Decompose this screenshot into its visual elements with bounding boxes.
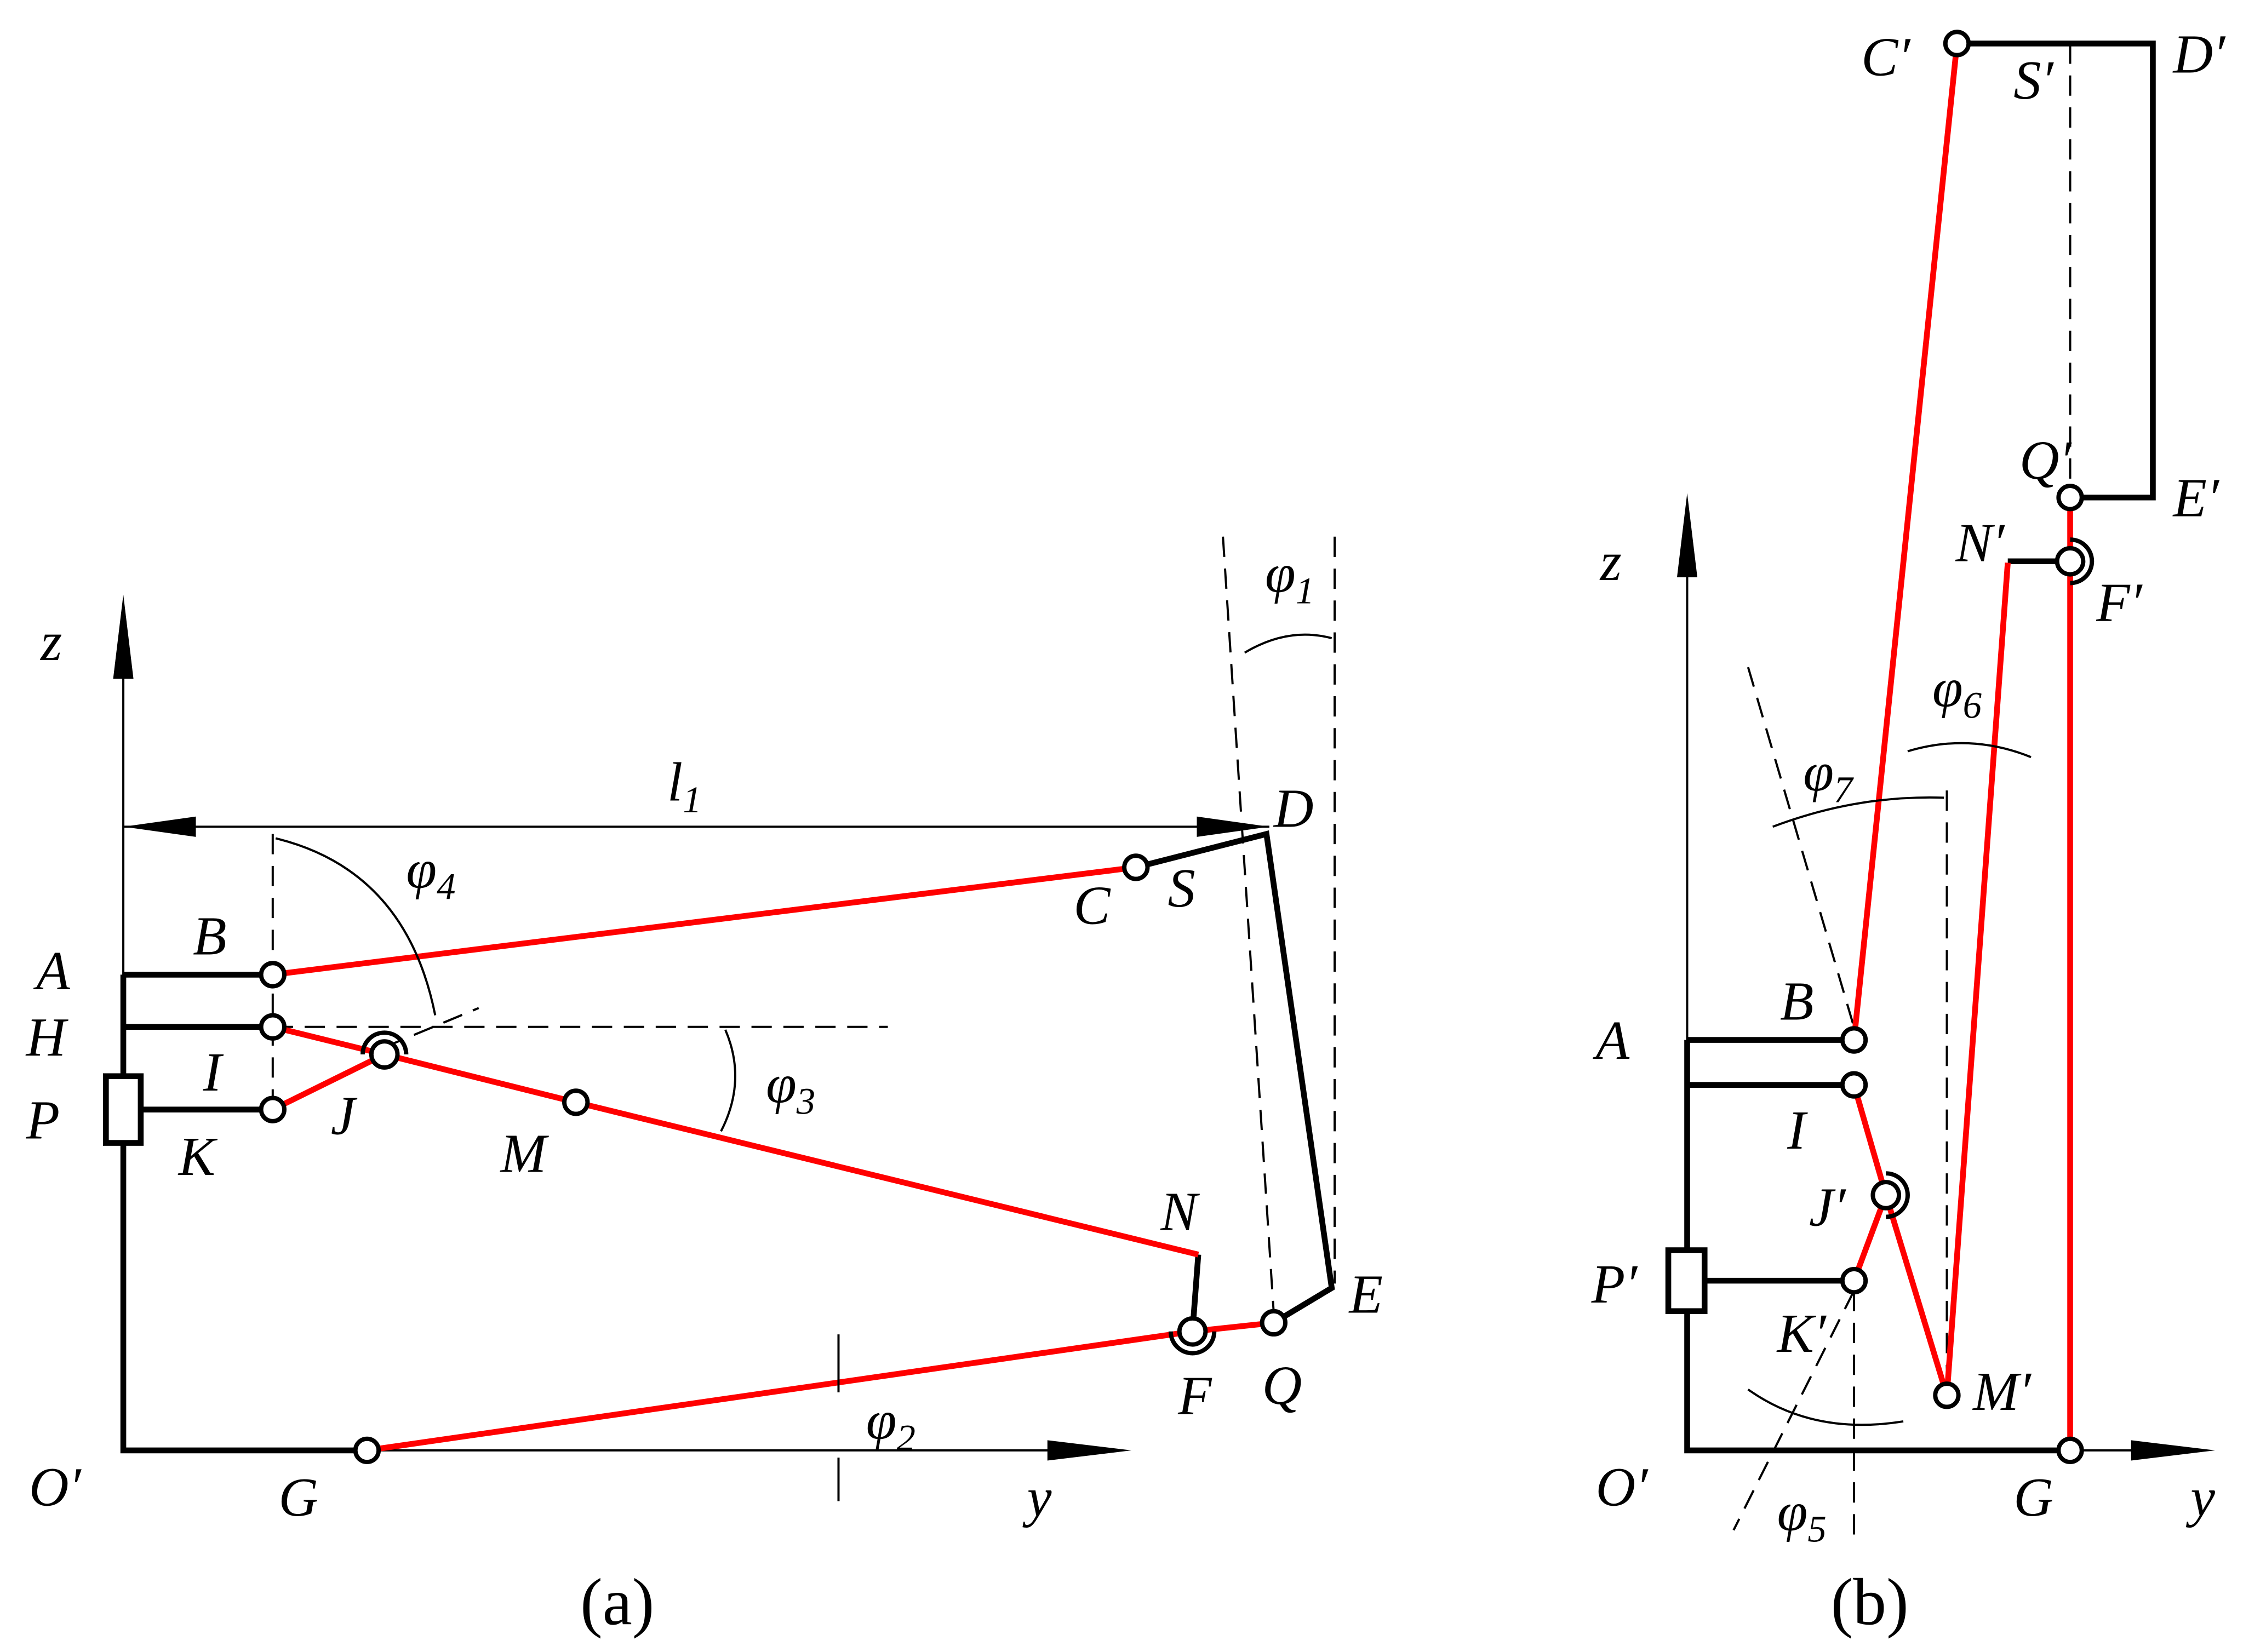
- point-a-label: A: [33, 940, 70, 1001]
- phi4-arc: [275, 837, 437, 1016]
- ball-joint-j-b: [1886, 1171, 1910, 1219]
- point-c-label-b: C′: [1861, 26, 1911, 88]
- origin-label-b: O′: [1596, 1456, 1649, 1518]
- point-c-label: C: [1073, 875, 1111, 936]
- red-link-bc: [272, 864, 1136, 978]
- frame-base-b: [1684, 1040, 2070, 1454]
- point-i-label-b: I: [1787, 1099, 1808, 1161]
- phi3-label: φ3: [766, 1053, 815, 1122]
- point-d-label: D: [1273, 777, 1314, 839]
- point-e-label: E: [1348, 1263, 1383, 1324]
- red-link-bc-b: [1851, 43, 1960, 1041]
- point-n-label-b: N′: [1955, 512, 2005, 573]
- joints-b: [1840, 30, 2086, 1465]
- l1-label: l1: [667, 752, 701, 821]
- ball-joint-j: [360, 1030, 409, 1055]
- phi1-label: φ1: [1265, 542, 1314, 611]
- phi6-label: φ6: [1932, 657, 1982, 726]
- panel-a: z y O′ l1 A B H I P J K M C S D N E F Q …: [25, 536, 1383, 1639]
- phi3-arc: [720, 1029, 736, 1132]
- z-axis-arrow: [113, 594, 134, 679]
- point-m-label-b: M′: [1972, 1361, 2032, 1422]
- axis-y-label: y: [1022, 1466, 1052, 1528]
- phi5-label: φ5: [1777, 1481, 1827, 1550]
- point-p-label: P: [26, 1089, 60, 1151]
- red-link-gfq: [367, 1320, 1274, 1454]
- link-cde: [1135, 830, 1335, 1326]
- point-i-label: I: [203, 1041, 224, 1103]
- point-b-label: B: [193, 905, 226, 966]
- slider-p: [103, 1073, 144, 1146]
- panel-b: z y O′ C′ S′ D′ Q′ E′ N′ F′ B A I J′ P′ …: [1591, 23, 2226, 1639]
- caption-b: (b): [1831, 1565, 1909, 1639]
- dashed-tilted-k: [1732, 1290, 1855, 1531]
- point-j-label: J: [331, 1085, 358, 1146]
- axis-z-label-b: z: [1599, 531, 1622, 592]
- ball-joint-f: [1168, 1331, 1217, 1356]
- phi7-arc: [1772, 796, 1944, 828]
- point-k-label: K: [178, 1126, 218, 1187]
- phi6-arc: [1907, 742, 2032, 759]
- z-axis-b-arrow: [1676, 493, 1698, 577]
- point-b-label-b: B: [1780, 970, 1813, 1031]
- slider-p-b: [1665, 1247, 1708, 1315]
- phi2-label: φ2: [866, 1390, 915, 1459]
- phi7-label: φ7: [1803, 741, 1854, 810]
- point-g-label: G: [278, 1466, 318, 1528]
- y-axis-b-arrow: [2131, 1440, 2216, 1461]
- point-e-label-b: E′: [2172, 467, 2220, 529]
- point-g-label-b: G: [2013, 1466, 2053, 1528]
- phi5-arc: [1747, 1389, 1904, 1426]
- point-p-label-b: P′: [1591, 1253, 1638, 1315]
- point-q-label: Q: [1262, 1355, 1302, 1416]
- dashed-tilted-d: [1222, 536, 1275, 1313]
- l1-arrow-right: [1197, 816, 1269, 837]
- axis-y-label-b: y: [2185, 1466, 2215, 1528]
- point-f-label: F: [1177, 1365, 1212, 1426]
- point-q-label-b: Q′: [2019, 429, 2073, 491]
- y-axis-arrow: [1047, 1440, 1132, 1461]
- point-h-label: H: [25, 1007, 69, 1068]
- point-d-label-b: D′: [2172, 23, 2227, 84]
- point-s-label: S: [1168, 857, 1195, 919]
- link-cdeq-b: [1957, 41, 2156, 501]
- red-link-mn-b: [1944, 563, 2011, 1396]
- frame-base: [120, 974, 367, 1454]
- point-m-label: M: [500, 1123, 550, 1184]
- point-j-label-b: J′: [1809, 1176, 1847, 1237]
- joints-a: [259, 853, 1288, 1465]
- point-n-label: N: [1160, 1180, 1200, 1242]
- dashed-tilted-b: [1747, 667, 1858, 1037]
- axis-z-label: z: [39, 611, 62, 672]
- ball-joint-f-b: [2070, 537, 2095, 586]
- caption-a: (a): [580, 1565, 654, 1639]
- phi4-label: φ4: [406, 839, 455, 908]
- point-s-label-b: S′: [2013, 49, 2054, 111]
- origin-label: O′: [29, 1456, 82, 1518]
- phi1-arc: [1244, 633, 1332, 654]
- point-f-label-b: F′: [2096, 571, 2143, 633]
- l1-arrow-left: [123, 816, 196, 837]
- point-a-label-b: A: [1593, 1009, 1630, 1071]
- point-k-label-b: K′: [1776, 1303, 1827, 1364]
